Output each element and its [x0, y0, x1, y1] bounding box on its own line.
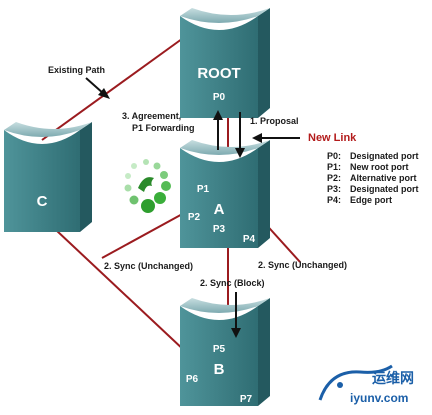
- watermark: 运维网 iyunv.com: [318, 364, 414, 405]
- legend-key-3: P3:: [327, 184, 341, 194]
- switch-c: C: [4, 122, 92, 232]
- port-p4: P4: [243, 234, 256, 245]
- existing-path-arrow: [85, 77, 105, 95]
- switch-root: ROOT P0: [180, 8, 270, 118]
- legend-value-3: Designated port: [350, 184, 419, 194]
- port-p7: P7: [240, 394, 253, 405]
- switch-c-name: C: [37, 193, 48, 210]
- legend-key-2: P2:: [327, 173, 341, 183]
- port-p5: P5: [213, 344, 226, 355]
- label-new-link: New Link: [308, 132, 357, 144]
- arrows: [85, 77, 300, 338]
- port-legend: P0: Designated port P1: New root port P2…: [327, 151, 419, 205]
- dragon-logo-icon: [124, 159, 171, 213]
- legend-key-1: P1:: [327, 162, 341, 172]
- label-agreement: 3. Agreement,: [122, 111, 181, 121]
- legend-key-0: P0:: [327, 151, 341, 161]
- label-existing-path: Existing Path: [48, 65, 105, 75]
- switch-a: A P1 P2 P3 P4: [180, 140, 270, 248]
- link-c-b: [39, 214, 187, 353]
- port-p2: P2: [188, 212, 201, 223]
- switch-b-name: B: [214, 361, 225, 378]
- label-proposal: 1. Proposal: [250, 116, 299, 126]
- port-p0: P0: [213, 92, 226, 103]
- switch-root-name: ROOT: [197, 65, 240, 82]
- label-agreement-2: P1 Forwarding: [132, 123, 195, 133]
- switch-a-name: A: [214, 201, 225, 218]
- legend-value-0: Designated port: [350, 151, 419, 161]
- label-sync-block: 2. Sync (Block): [200, 278, 265, 288]
- port-p1: P1: [197, 184, 210, 195]
- watermark-url: iyunv.com: [350, 391, 408, 405]
- legend-value-1: New root port: [350, 162, 409, 172]
- switch-b: B P5 P6 P7: [180, 298, 270, 406]
- legend-value-4: Edge port: [350, 195, 392, 205]
- watermark-cn: 运维网: [372, 370, 414, 387]
- link-c-root: [41, 35, 187, 141]
- label-sync-unchanged-left: 2. Sync (Unchanged): [104, 261, 193, 271]
- port-p3: P3: [213, 224, 226, 235]
- legend-value-2: Alternative port: [350, 173, 417, 183]
- port-p6: P6: [186, 374, 199, 385]
- label-sync-unchanged-right: 2. Sync (Unchanged): [258, 260, 347, 270]
- watermark-logo-icon: [318, 364, 393, 401]
- legend-key-4: P4:: [327, 195, 341, 205]
- link-a-p2: [101, 211, 187, 259]
